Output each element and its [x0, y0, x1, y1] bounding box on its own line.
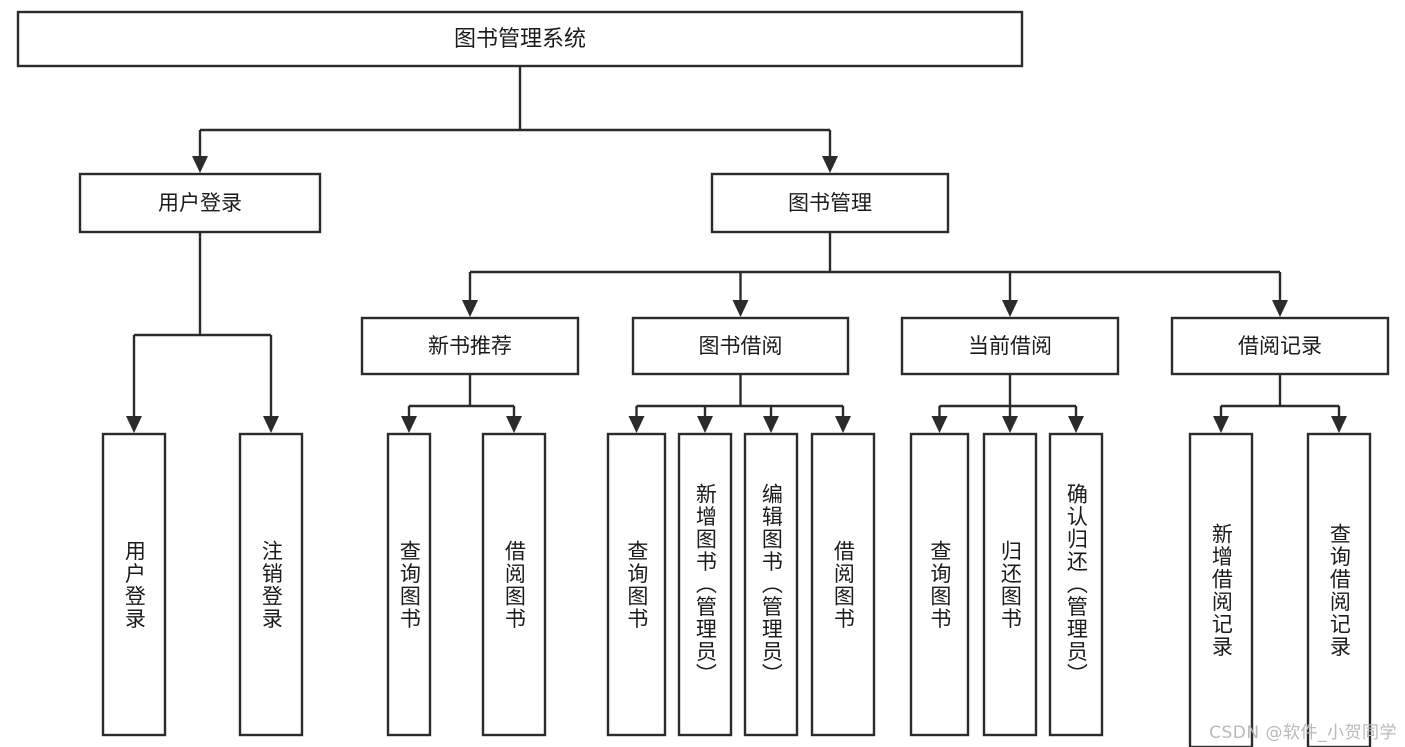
node-borrow-book-1-box[interactable]	[481, 432, 547, 737]
node-query-book-1-box[interactable]	[386, 432, 432, 737]
n-book-borrow-arrow-2	[763, 416, 779, 433]
n-current-borrow-arrow-0	[931, 416, 948, 433]
node-current-borrow-label: 当前借阅	[968, 334, 1052, 358]
n-new-book-recommend-arrow-0	[401, 416, 417, 433]
node-book-manage-box[interactable]	[710, 172, 950, 234]
node-user-login-label: 用户登录	[158, 191, 242, 215]
node-add-book-admin-box[interactable]	[677, 432, 733, 737]
node-return-book-box[interactable]	[982, 432, 1038, 737]
node-borrow-records-label: 借阅记录	[1238, 334, 1322, 358]
root-arrow-0	[192, 156, 208, 173]
connector-layer	[126, 66, 1347, 433]
n-book-borrow-arrow-3	[835, 416, 851, 433]
node-user-login-box[interactable]	[78, 172, 322, 234]
n-new-book-recommend-arrow-1	[506, 416, 522, 433]
node-confirm-return-admin-box[interactable]	[1048, 432, 1104, 737]
n-book-borrow-arrow-1	[697, 416, 713, 433]
node-edit-book-admin-box[interactable]	[743, 432, 799, 737]
node-query-book-2-box[interactable]	[606, 432, 667, 737]
n-book-manage-arrow-3	[1272, 300, 1288, 317]
box-layer	[16, 10, 1390, 747]
node-borrow-records-box[interactable]	[1170, 316, 1390, 376]
node-root-label: 图书管理系统	[454, 27, 586, 52]
node-root-box[interactable]	[16, 10, 1024, 68]
n-book-manage-arrow-2	[1002, 300, 1018, 317]
n-user-login-arrow-0	[126, 416, 142, 433]
n-borrow-records-arrow-1	[1331, 416, 1347, 433]
node-book-manage-label: 图书管理	[788, 191, 872, 215]
node-borrow-book-2-box[interactable]	[810, 432, 876, 737]
n-book-manage-arrow-1	[732, 300, 749, 317]
node-query-borrow-record-box[interactable]	[1306, 432, 1372, 747]
watermark-credit: CSDN @软件_小贺同学	[1209, 723, 1397, 743]
node-user-logout-box[interactable]	[238, 432, 304, 737]
node-new-book-recommend-label: 新书推荐	[428, 334, 512, 358]
n-user-login-arrow-1	[263, 416, 279, 433]
n-book-manage-arrow-0	[462, 300, 478, 317]
node-current-borrow-box[interactable]	[900, 316, 1120, 376]
n-current-borrow-arrow-1	[1002, 416, 1018, 433]
root-arrow-1	[822, 156, 838, 173]
node-query-book-3-box[interactable]	[909, 432, 970, 737]
node-add-borrow-record-box[interactable]	[1188, 432, 1254, 747]
n-book-borrow-arrow-0	[628, 416, 645, 433]
node-user-login-do-box[interactable]	[101, 432, 167, 737]
node-new-book-recommend-box[interactable]	[360, 316, 580, 376]
n-borrow-records-arrow-0	[1213, 416, 1229, 433]
node-book-borrow-box[interactable]	[631, 316, 850, 376]
node-book-borrow-label: 图书借阅	[699, 334, 783, 358]
n-current-borrow-arrow-2	[1068, 416, 1084, 433]
